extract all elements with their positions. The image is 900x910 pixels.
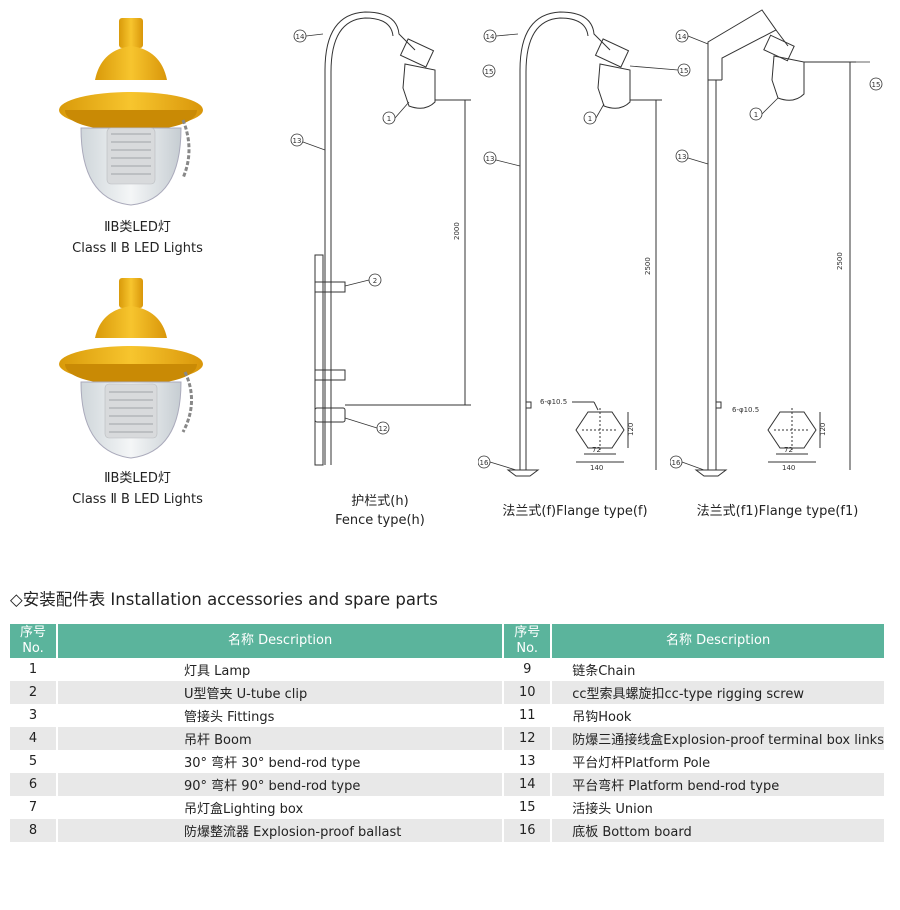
row-no: 11 bbox=[502, 704, 552, 727]
table-row: 8 防爆整流器 Explosion-proof ballast 16 底板 Bo… bbox=[10, 819, 884, 842]
callout-1: 1 bbox=[387, 115, 391, 123]
row-description: U型管夹 U-tube clip bbox=[55, 681, 504, 704]
callout-15: 15 bbox=[680, 67, 689, 75]
row-no: 2 bbox=[10, 681, 57, 704]
row-description: 底板 Bottom board bbox=[550, 819, 884, 842]
svg-text:15: 15 bbox=[485, 68, 494, 76]
table-row: 1 灯具 Lamp 9 链条Chain bbox=[10, 658, 884, 681]
row-no: 6 bbox=[10, 773, 57, 796]
flange-f-dim-b: 72 bbox=[592, 446, 601, 454]
flange-f1-dim-c: 140 bbox=[782, 464, 795, 472]
callout-12: 12 bbox=[379, 425, 388, 433]
table-row: 2 U型管夹 U-tube clip 10 cc型索具螺旋扣cc-type ri… bbox=[10, 681, 884, 704]
row-description: 防爆三通接线盒Explosion-proof terminal box link… bbox=[550, 727, 884, 750]
row-description: 链条Chain bbox=[550, 658, 884, 681]
flange-f1-label: 法兰式(f1)Flange type(f1) bbox=[696, 504, 859, 519]
flange-type-f1-drawing: 2500 6-φ10.5 120 72 140 14 15 1 13 16 bbox=[670, 9, 883, 477]
flange-f1-dim-a: 120 bbox=[819, 423, 827, 436]
row-description: 吊钩Hook bbox=[550, 704, 884, 727]
callout-16: 16 bbox=[480, 459, 489, 467]
row-description: 活接头 Union bbox=[550, 796, 884, 819]
row-description: 防爆整流器 Explosion-proof ballast bbox=[55, 819, 504, 842]
table-row: 5 30° 弯杆 30° bend-rod type 13 平台灯杆Platfo… bbox=[10, 750, 884, 773]
row-no: 5 bbox=[28, 754, 38, 769]
row-description: 吊灯盒Lighting box bbox=[55, 796, 504, 819]
callout-1: 1 bbox=[588, 115, 592, 123]
table-row: 4 吊杆 Boom 12 防爆三通接线盒Explosion-proof term… bbox=[10, 727, 884, 750]
row-description: 管接头 Fittings bbox=[55, 704, 504, 727]
row-no: 16 bbox=[502, 819, 552, 842]
row-no: 14 bbox=[502, 773, 552, 796]
flange-f-label: 法兰式(f)Flange type(f) bbox=[502, 504, 648, 519]
flange-f-height-dim: 2500 bbox=[644, 257, 652, 275]
lamp-2-caption-en: Class Ⅱ B LED Lights bbox=[72, 492, 203, 507]
row-description: 吊杆 Boom bbox=[55, 727, 504, 750]
flange-f1-height-dim: 2500 bbox=[836, 252, 844, 270]
row-description: 90° 弯杆 90° bend-rod type bbox=[55, 773, 504, 796]
row-no: 12 bbox=[502, 727, 552, 750]
callout-15: 15 bbox=[872, 81, 881, 89]
callout-14: 14 bbox=[296, 33, 305, 41]
row-description: cc型索具螺旋扣cc-type rigging screw bbox=[550, 681, 884, 704]
section-title: ◇安装配件表 Installation accessories and spar… bbox=[10, 590, 438, 609]
fence-label-cn: 护栏式(h) bbox=[351, 494, 409, 509]
callout-13: 13 bbox=[486, 155, 495, 163]
flange-f1-dim-b: 72 bbox=[784, 446, 793, 454]
flange-f-holes: 6-φ10.5 bbox=[540, 398, 567, 406]
flange-f-dim-a: 120 bbox=[627, 423, 635, 436]
row-no: 15 bbox=[502, 796, 552, 819]
flange-type-f-drawing: 2500 6-φ10.5 120 72 140 14 15 1 13 16 bbox=[478, 11, 691, 477]
header-description: 名称 Description bbox=[55, 624, 504, 658]
row-description: 平台灯杆Platform Pole bbox=[550, 750, 884, 773]
callout-16: 16 bbox=[672, 459, 681, 467]
callout-14: 14 bbox=[678, 33, 687, 41]
flange-f-dim-c: 140 bbox=[590, 464, 603, 472]
row-description: 30° 弯杆 30° bend-rod type bbox=[55, 750, 504, 773]
row-description: 平台弯杆 Platform bend-rod type bbox=[550, 773, 884, 796]
lamp-2-caption-cn: ⅡB类LED灯 bbox=[104, 471, 171, 486]
row-no: 10 bbox=[502, 681, 552, 704]
callout-2: 2 bbox=[373, 277, 377, 285]
fence-type-drawing: 2000 14 1 13 2 12 bbox=[290, 11, 471, 466]
row-no: 7 bbox=[28, 800, 38, 815]
table-row: 3 管接头 Fittings 11 吊钩Hook bbox=[10, 704, 884, 727]
row-description: 灯具 Lamp bbox=[55, 658, 504, 681]
row-no: 13 bbox=[502, 750, 552, 773]
callout-14: 14 bbox=[486, 33, 495, 41]
fence-height-dim: 2000 bbox=[453, 222, 461, 240]
row-no: 3 bbox=[28, 708, 38, 723]
row-no: 9 bbox=[502, 658, 552, 681]
led-lamp-image-1 bbox=[59, 18, 203, 206]
row-no: 1 bbox=[28, 662, 38, 677]
flange-f1-holes: 6-φ10.5 bbox=[732, 406, 759, 414]
led-lamp-image-2 bbox=[59, 278, 203, 459]
callout-13: 13 bbox=[678, 153, 687, 161]
lamp-1-caption-en: Class Ⅱ B LED Lights bbox=[72, 241, 203, 256]
row-no: 8 bbox=[10, 819, 57, 842]
callout-1: 1 bbox=[754, 111, 758, 119]
header-description-2: 名称 Description bbox=[550, 624, 884, 658]
table-row: 7 吊灯盒Lighting box 15 活接头 Union bbox=[10, 796, 884, 819]
callout-13: 13 bbox=[293, 137, 302, 145]
table-row: 6 90° 弯杆 90° bend-rod type 14 平台弯杆 Platf… bbox=[10, 773, 884, 796]
lamp-1-caption-cn: ⅡB类LED灯 bbox=[104, 220, 171, 235]
row-no: 4 bbox=[10, 727, 57, 750]
fence-callout-15: 15 bbox=[482, 64, 496, 78]
fence-label-en: Fence type(h) bbox=[335, 513, 425, 528]
